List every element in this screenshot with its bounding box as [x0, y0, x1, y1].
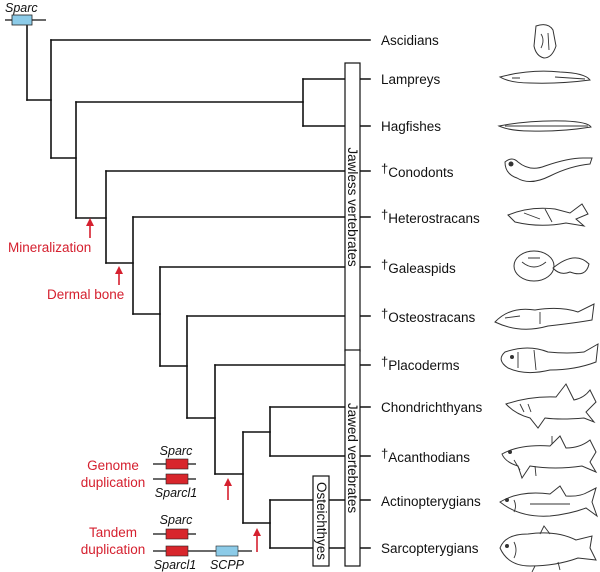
taxon-label: Chondrichthyans	[381, 400, 483, 415]
sparcl1-gene-block	[165, 545, 189, 557]
arrow-up-icon	[86, 218, 94, 226]
actinopterygian-icon	[499, 485, 599, 518]
group-box-jawed	[344, 349, 361, 567]
group-label-jawed: Jawed vertebrates	[345, 403, 360, 514]
taxon-label: †Conodonts	[381, 161, 454, 180]
event-label-dermal-bone: Dermal bone	[47, 287, 124, 302]
scpp-gene-block	[215, 545, 239, 557]
event-dermal-bone: Dermal bone	[47, 266, 124, 302]
taxon-label: Ascidians	[381, 33, 439, 48]
taxon-label: Lampreys	[381, 72, 441, 87]
event-label-tandem-line1: Tandem	[89, 525, 137, 540]
event-mineralization: Mineralization	[8, 218, 94, 255]
event-label-genome-line2: duplication	[81, 475, 146, 490]
taxon-label: †Acanthodians	[381, 446, 470, 465]
heterostracan-icon	[507, 203, 589, 227]
arrow-up-icon	[115, 266, 123, 274]
group-jawless: Jawless vertebrates	[344, 62, 361, 352]
osteostracan-icon	[494, 303, 595, 330]
gene-label-sparcl1: Sparcl1	[155, 486, 197, 500]
group-label-osteichthyes: Osteichthyes	[314, 482, 329, 560]
gene-label-scpp: SCPP	[210, 558, 245, 572]
tandem-duplication-genes: Sparc Sparcl1 SCPP	[153, 513, 252, 572]
group-box-osteichthyes	[312, 475, 330, 567]
group-label-jawless: Jawless vertebrates	[345, 147, 360, 267]
genome-duplication-genes: Sparc Sparcl1	[153, 444, 197, 500]
taxon-label: †Osteostracans	[381, 306, 476, 325]
taxon-label: †Placoderms	[381, 354, 460, 373]
taxon-labels: Ascidians Lampreys Hagfishes †Conodonts …	[381, 33, 483, 556]
arrow-up-icon	[253, 528, 261, 536]
acanthodian-icon	[501, 435, 598, 480]
sarcopterygian-icon	[499, 525, 597, 572]
hagfish-icon	[497, 120, 592, 132]
conodont-icon	[504, 157, 593, 182]
event-tandem-duplication: Tandem duplication	[81, 525, 261, 557]
group-osteichthyes: Osteichthyes	[312, 475, 330, 567]
gene-label-sparc: Sparc	[160, 513, 193, 527]
taxon-label: †Heterostracans	[381, 207, 480, 226]
gene-label-sparcl1: Sparcl1	[154, 558, 196, 572]
animal-illustrations	[494, 24, 599, 572]
taxon-label: Actinopterygians	[381, 494, 481, 509]
event-label-mineralization: Mineralization	[8, 240, 91, 255]
lamprey-icon	[498, 70, 591, 84]
arrow-up-icon	[224, 478, 232, 486]
sparc-gene-block	[165, 458, 189, 470]
gene-label-sparc: Sparc	[5, 1, 38, 15]
gene-label-sparc: Sparc	[160, 444, 193, 458]
phylogenetic-tree	[26, 25, 371, 549]
taxon-label: Hagfishes	[381, 119, 441, 134]
sparc-gene-block	[165, 528, 189, 540]
group-jawed: Jawed vertebrates	[344, 349, 361, 567]
placoderm-icon	[500, 343, 599, 374]
event-genome-duplication: Genome duplication	[81, 458, 232, 500]
galeaspid-icon	[513, 250, 590, 282]
taxon-label: Sarcopterygians	[381, 541, 479, 556]
root-sparc-gene: Sparc	[5, 1, 46, 26]
sparc-gene-block	[11, 14, 33, 26]
chondrichthyan-icon	[505, 383, 597, 429]
taxon-label: †Galeaspids	[381, 257, 456, 276]
event-label-tandem-line2: duplication	[81, 542, 146, 557]
ascidian-icon	[533, 24, 557, 59]
sparcl1-gene-block	[165, 473, 189, 485]
event-label-genome-line1: Genome	[87, 458, 139, 473]
